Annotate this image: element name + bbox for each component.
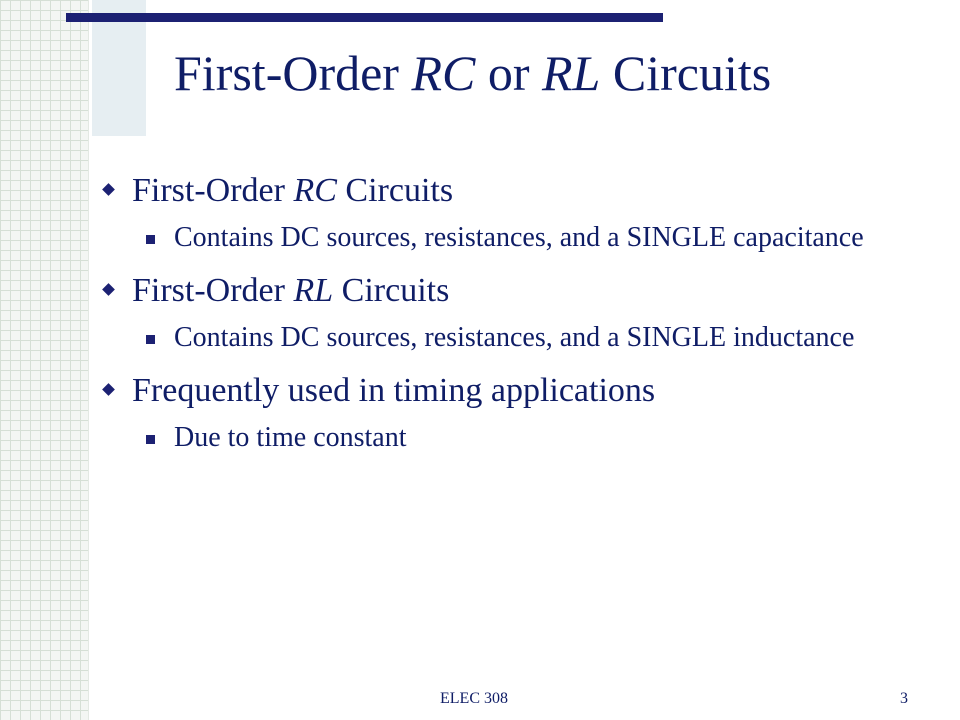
grid-pattern-decoration bbox=[0, 0, 88, 720]
bullet-text-pre: First-Order bbox=[132, 272, 294, 309]
title-part-3: Circuits bbox=[600, 45, 772, 101]
sub-bullet-text: Contains DC sources, resistances, and a … bbox=[174, 322, 855, 353]
square-bullet-icon bbox=[146, 435, 155, 444]
diamond-bullet-icon bbox=[102, 283, 115, 296]
top-accent-rule bbox=[66, 13, 663, 22]
title-accent-block bbox=[92, 0, 146, 136]
bullet-text-post: Circuits bbox=[333, 272, 450, 309]
sub-bullet-text: Contains DC sources, resistances, and a … bbox=[174, 222, 864, 253]
footer-course: ELEC 308 bbox=[440, 690, 508, 707]
title-rl: RL bbox=[542, 45, 601, 101]
title-part-2: or bbox=[475, 45, 543, 101]
sub-bullet-time-constant: Due to time constant bbox=[146, 420, 924, 456]
title-part-1: First-Order bbox=[174, 45, 412, 101]
sub-bullet-rc-contents: Contains DC sources, resistances, and a … bbox=[146, 220, 924, 256]
bullet-list: First-Order RC Circuits Contains DC sour… bbox=[102, 168, 924, 456]
sub-bullet-text: Due to time constant bbox=[174, 422, 407, 453]
bullet-rl-circuits: First-Order RL Circuits bbox=[102, 268, 924, 314]
bullet-text-em: RC bbox=[293, 172, 337, 209]
square-bullet-icon bbox=[146, 235, 155, 244]
bullet-text-post: Circuits bbox=[336, 172, 454, 209]
bullet-text-pre: Frequently used in timing applications bbox=[132, 372, 656, 409]
bullet-rc-circuits: First-Order RC Circuits bbox=[102, 168, 924, 214]
square-bullet-icon bbox=[146, 335, 155, 344]
footer-page-number: 3 bbox=[900, 690, 908, 707]
bullet-timing-applications: Frequently used in timing applications bbox=[102, 368, 924, 414]
diamond-bullet-icon bbox=[102, 383, 115, 396]
diamond-bullet-icon bbox=[102, 183, 115, 196]
bullet-text-em: RL bbox=[293, 272, 334, 309]
sub-bullet-rl-contents: Contains DC sources, resistances, and a … bbox=[146, 320, 924, 356]
title-rc: RC bbox=[411, 45, 476, 101]
grid-strip-edge bbox=[88, 0, 89, 720]
bullet-text-pre: First-Order bbox=[132, 172, 294, 209]
slide-title: First-Order RC or RL Circuits bbox=[174, 40, 934, 106]
